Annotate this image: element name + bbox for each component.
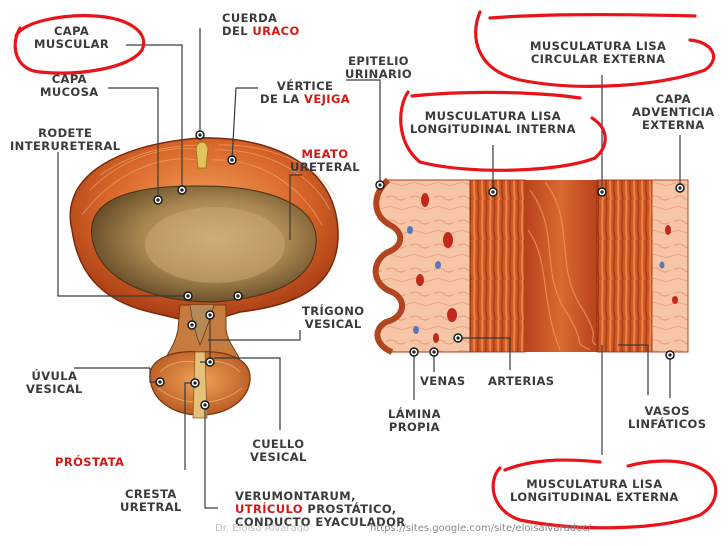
watermark-url: https://sites.google.com/site/eloisalvar…: [370, 523, 592, 534]
label-red-text: PRÓSTATA: [55, 455, 125, 469]
label-text: CAPA: [53, 24, 90, 38]
label-text: VÉRTICE: [276, 79, 334, 93]
label-red-text: MEATO: [301, 147, 349, 161]
label-line: DE LA VEJIGA: [260, 93, 350, 106]
label-text: LINFÁTICOS: [628, 417, 707, 431]
label-text: CIRCULAR EXTERNA: [530, 52, 666, 66]
label-text: VESICAL: [304, 317, 362, 331]
label-text: CONDUCTO EYACULADOR: [235, 515, 406, 529]
label-epitelio-urinario: EPITELIO URINARIO: [345, 55, 412, 81]
label-prostata: PRÓSTATA: [55, 456, 124, 469]
label-text: MUSCULATURA LISA: [424, 109, 562, 123]
label-text: URINARIO: [345, 67, 413, 81]
label-text: MUCOSA: [40, 85, 99, 99]
label-text: EXTERNA: [641, 118, 705, 132]
label-text: VENAS: [420, 374, 466, 388]
watermark-author: Dr. Eloisa Alvarado: [215, 523, 310, 534]
label-text: CAPA: [51, 72, 87, 86]
label-text: ARTERIAS: [488, 374, 555, 388]
label-text: VASOS: [644, 404, 690, 418]
label-text: VERUMONTARUM,: [235, 489, 356, 503]
label-musc-longitudinal-interna: MUSCULATURA LISA LONGITUDINAL INTERNA: [410, 110, 576, 136]
label-text: CRESTA: [125, 487, 177, 501]
label-lamina-propia: LÁMINA PROPIA: [388, 408, 441, 434]
pointer-dots: [153, 130, 685, 410]
label-text: DEL: [222, 24, 253, 38]
label-venas: VENAS: [420, 375, 466, 388]
label-cuerda-uraco: CUERDA DEL URACO: [222, 12, 300, 38]
label-text: URETRAL: [120, 500, 182, 514]
label-text: MUSCULATURA LISA: [530, 39, 667, 53]
label-text: ADVENTICIA: [632, 105, 715, 119]
label-vertice-vejiga: VÉRTICE DE LA VEJIGA: [260, 80, 350, 106]
label-cresta-uretral: CRESTA URETRAL: [120, 488, 182, 514]
label-trigono-vesical: TRÍGONO VESICAL: [302, 305, 364, 331]
label-verumontanum: VERUMONTARUM, UTRÍCULO PROSTÁTICO, CONDU…: [235, 490, 406, 529]
label-text: DE LA: [260, 92, 305, 106]
label-cuello-vesical: CUELLO VESICAL: [250, 438, 307, 464]
bladder-drawing: [69, 137, 339, 419]
label-text: VESICAL: [250, 450, 307, 464]
label-line: UTRÍCULO PROSTÁTICO,: [235, 503, 406, 516]
label-text: LONGITUDINAL INTERNA: [410, 122, 576, 136]
label-red-text: URACO: [252, 24, 300, 38]
wall-section-drawing: [372, 177, 689, 355]
label-text: INTERURETERAL: [10, 139, 121, 153]
label-text: CAPA: [655, 92, 691, 106]
label-red-text: VEJIGA: [304, 92, 351, 106]
red-annotation-circles: [13, 10, 718, 530]
label-text: MUSCULATURA LISA: [526, 477, 663, 491]
label-capa-muscular: CAPA MUSCULAR: [34, 25, 109, 51]
label-text: CUELLO: [252, 437, 305, 451]
label-text: PROPIA: [388, 420, 440, 434]
label-text: MUSCULAR: [34, 37, 110, 51]
label-line: DEL URACO: [222, 25, 300, 38]
label-capa-mucosa: CAPA MUCOSA: [40, 73, 99, 99]
label-rodete-interureteral: RODETE INTERURETERAL: [10, 127, 121, 153]
label-text: TRÍGONO: [302, 304, 365, 318]
label-text: URETERAL: [290, 160, 361, 174]
label-uvula-vesical: ÚVULA VESICAL: [26, 370, 83, 396]
label-text: RODETE: [38, 126, 93, 140]
label-text: ÚVULA: [31, 369, 78, 383]
label-vasos-linfaticos: VASOS LINFÁTICOS: [628, 405, 706, 431]
label-arterias: ARTERIAS: [488, 375, 554, 388]
label-text: LÁMINA: [388, 407, 441, 421]
label-text: LONGITUDINAL EXTERNA: [510, 490, 679, 504]
label-text: CUERDA: [222, 11, 278, 25]
label-capa-adventicia: CAPA ADVENTICIA EXTERNA: [632, 93, 715, 132]
label-text: PROSTÁTICO,: [303, 502, 397, 516]
label-red-text: UTRÍCULO: [235, 502, 303, 516]
label-musc-longitudinal-externa: MUSCULATURA LISA LONGITUDINAL EXTERNA: [510, 478, 679, 504]
label-text: VESICAL: [26, 382, 83, 396]
label-meato-ureteral: MEATO URETERAL: [290, 148, 360, 174]
label-text: EPITELIO: [348, 54, 409, 68]
label-musc-circular-externa: MUSCULATURA LISA CIRCULAR EXTERNA: [530, 40, 666, 66]
